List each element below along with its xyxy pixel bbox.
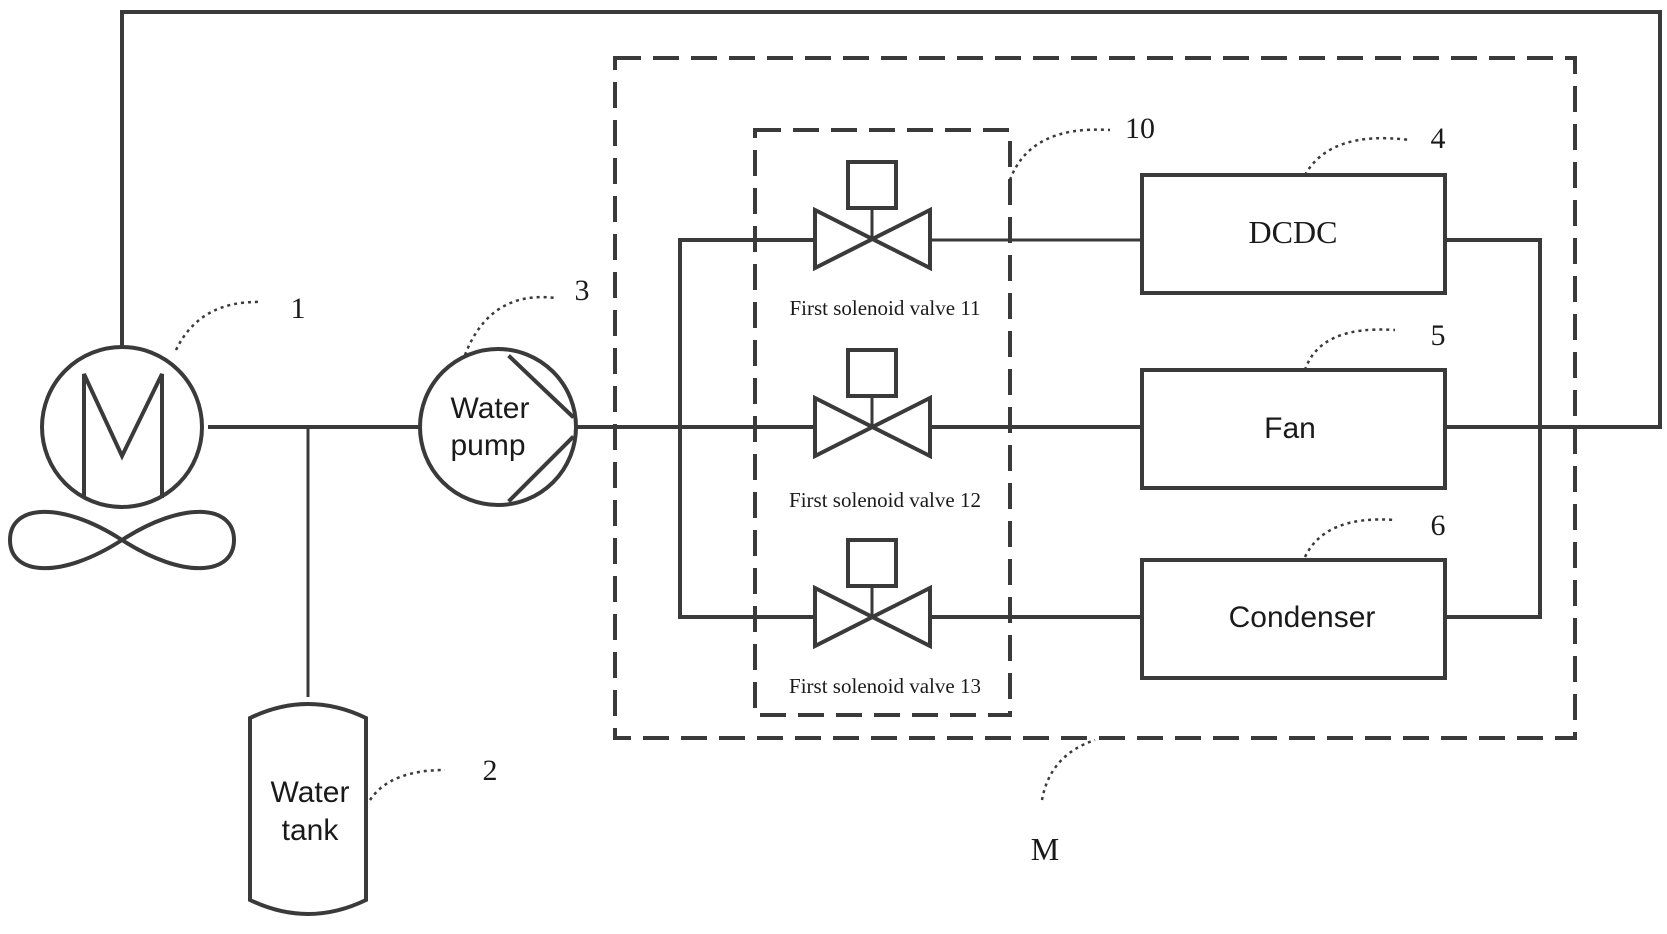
ref-6: 6 [1431,509,1446,542]
valve-13-label: First solenoid valve 13 [789,674,981,698]
fan-label: Fan [1264,412,1316,445]
solenoid-valve-11: First solenoid valve 11 [789,160,981,320]
valve-11-label: First solenoid valve 11 [789,296,980,320]
dcdc-label: DCDC [1249,214,1338,250]
ref-3: 3 [575,274,590,307]
radiator [7,345,237,571]
solenoid-valve-13: First solenoid valve 13 [789,538,981,698]
ref-4: 4 [1431,122,1446,155]
condenser-box: Condenser [1140,558,1447,680]
ref-1: 1 [291,292,306,325]
ref-5: 5 [1431,319,1446,352]
valve-12-label: First solenoid valve 12 [789,488,981,512]
leader-lines [174,128,1411,801]
module-boundary [613,56,1577,740]
valve-group-boundary [753,128,1012,717]
water-pump: Water pump [418,347,578,507]
solenoid-valve-12: First solenoid valve 12 [789,348,981,512]
main-pipes [120,10,1662,697]
ref-2: 2 [483,754,498,787]
water-pump-label-line2: pump [450,429,525,462]
water-tank-label-line1: Water [271,776,350,809]
water-tank: Water tank [248,702,368,916]
ref-M: M [1031,831,1059,867]
condenser-label: Condenser [1229,601,1376,634]
radiator-fan-icon [7,509,237,571]
ref-10: 10 [1125,112,1155,145]
water-pump-label-line1: Water [451,392,530,425]
reference-numerals: 1 2 3 10 4 5 6 M [291,112,1446,867]
water-tank-label-line2: tank [282,814,340,847]
dcdc-box: DCDC [1140,173,1447,295]
fan-box: Fan [1140,368,1447,490]
